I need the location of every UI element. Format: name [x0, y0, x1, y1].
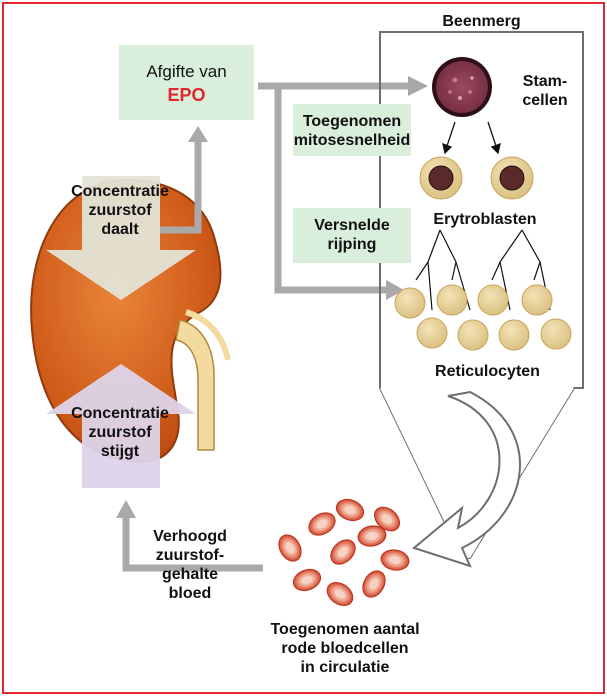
stem-cell [432, 57, 492, 117]
mitosis-box [293, 104, 411, 156]
circulation-arrow [411, 390, 521, 568]
stem-cells-label: Stam- cellen [522, 73, 568, 109]
rbc-count-label: Toegenomen aantal rode bloedcellen in ci… [270, 621, 420, 676]
red-blood-cells [278, 498, 410, 606]
oxygen-drop-arrow [46, 176, 196, 300]
reticulocyte-cells [394, 284, 572, 351]
epo-release-box [119, 45, 254, 120]
maturation-arrows [415, 229, 551, 311]
epo-release-label: Afgifte van [146, 62, 227, 81]
bone-marrow-title: Beenmerg [442, 13, 521, 30]
oxygen-drop-label: Concentratie zuurstof daalt [71, 183, 169, 238]
arrow-heads [116, 76, 428, 518]
erythroblasts-label: Erytroblasten [433, 211, 537, 228]
erythroblast-cells [419, 156, 534, 200]
oxygen-rise-label: Concentratie zuurstof stijgt [71, 405, 169, 460]
mitosis-label: Toegenomen mitosesnelheid [293, 113, 411, 149]
reticulocytes-label: Reticulocyten [435, 363, 540, 380]
flow-arrows [122, 82, 410, 572]
epo-label: EPO [167, 85, 206, 105]
blood-oxygen-label: Verhoogd zuurstof- gehalte bloed [153, 528, 227, 602]
oxygen-rise-arrow [46, 364, 196, 488]
maturation-label: Versnelde rijping [314, 217, 390, 253]
maturation-box [293, 208, 411, 263]
division-arrows [442, 121, 501, 155]
